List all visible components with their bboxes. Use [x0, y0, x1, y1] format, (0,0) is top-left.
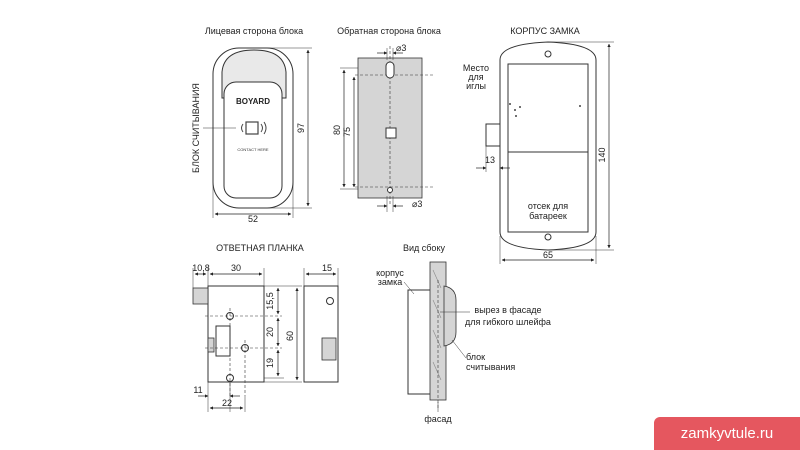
- strike-15-5-value: 15,5: [265, 292, 275, 310]
- back-center-slot: [385, 127, 397, 139]
- cutout-label-line2: для гибкого шлейфа: [465, 317, 551, 327]
- back-top-diameter: ⌀3: [396, 43, 406, 53]
- front-width-value: 52: [248, 214, 258, 224]
- strike-plate-slot: [215, 325, 231, 357]
- contact-here-text: CONTACT HERE: [237, 147, 269, 152]
- strike-10-8-value: 10,8: [192, 263, 210, 273]
- watermark-badge[interactable]: zamkyvtule.ru: [654, 417, 800, 450]
- facade-label: фасад: [424, 414, 452, 424]
- lock-bottom-hole: [544, 233, 552, 241]
- reader-block-side: [443, 285, 457, 347]
- back-bottom-diameter: ⌀3: [412, 199, 422, 209]
- battery-label-line2: батареек: [529, 211, 567, 221]
- front-view-title: Лицевая сторона блока: [205, 26, 303, 36]
- strike-20-value: 20: [265, 327, 275, 337]
- strike-30-value: 30: [231, 263, 241, 273]
- cutout-label-line1: вырез в фасаде: [474, 305, 541, 315]
- needle-label-line1: Место: [463, 63, 489, 73]
- strike-11-value: 11: [193, 385, 202, 395]
- front-view: Лицевая сторона блока BOYARD CONTACT HER…: [191, 26, 312, 224]
- battery-label-line1: отсек для: [528, 201, 568, 211]
- front-height-value: 97: [296, 123, 306, 133]
- back-bottom-hole: [387, 187, 393, 193]
- strike-plate-title: ОТВЕТНАЯ ПЛАНКА: [216, 243, 304, 253]
- side-view-title: Вид сбоку: [403, 243, 445, 253]
- reader-label-line1: блок: [466, 352, 485, 362]
- strike-plate-view: ОТВЕТНАЯ ПЛАНКА 10,8 30 15,5 20 19 60: [192, 243, 304, 412]
- back-view: Обратная сторона блока ⌀3 ⌀3 80 75: [332, 26, 441, 212]
- reader-label-line2: считывания: [466, 362, 515, 372]
- back-75-value: 75: [342, 127, 352, 137]
- strike-plate-latch: [207, 337, 215, 353]
- strike-side-latch: [321, 337, 337, 361]
- lock-upper-compartment: [507, 63, 589, 153]
- nfc-icon: [241, 121, 267, 135]
- strike-side-hole: [326, 297, 334, 305]
- strike-22-value: 22: [222, 398, 232, 408]
- housing-label-line1: корпус: [376, 268, 404, 278]
- strike-19-value: 19: [265, 358, 275, 368]
- lock-housing-side: [407, 289, 433, 395]
- body-height-value: 140: [597, 147, 607, 162]
- strike-60-value: 60: [285, 331, 295, 341]
- battery-compartment: [507, 151, 589, 233]
- brand-logo-text: BOYARD: [236, 97, 270, 106]
- lock-top-hole: [544, 50, 552, 58]
- strike-side-15-value: 15: [322, 263, 332, 273]
- back-view-title: Обратная сторона блока: [337, 26, 441, 36]
- housing-label-line2: замка: [378, 277, 402, 287]
- lock-body-view: КОРПУС ЗАМКА Место для иглы отсек для ба…: [463, 26, 614, 264]
- strike-side-view: 15: [303, 263, 339, 383]
- reader-block-side-label: БЛОК СЧИТЫВАНИЯ: [191, 83, 201, 173]
- needle-label-line2: для: [468, 72, 484, 82]
- needle-label-line3: иглы: [466, 81, 486, 91]
- installation-side-view: Вид сбоку корпус замка вырез в фасаде дл…: [376, 243, 551, 424]
- needle-point: [579, 105, 581, 107]
- strike-plate-tab: [192, 287, 209, 305]
- back-80-value: 80: [332, 125, 342, 135]
- reader-block-face: [223, 81, 283, 199]
- back-top-slot: [385, 61, 395, 79]
- lock-bolt: [485, 123, 501, 147]
- lock-body-title: КОРПУС ЗАМКА: [510, 26, 580, 36]
- body-width-value: 65: [543, 250, 553, 260]
- bolt-13-value: 13: [485, 155, 495, 165]
